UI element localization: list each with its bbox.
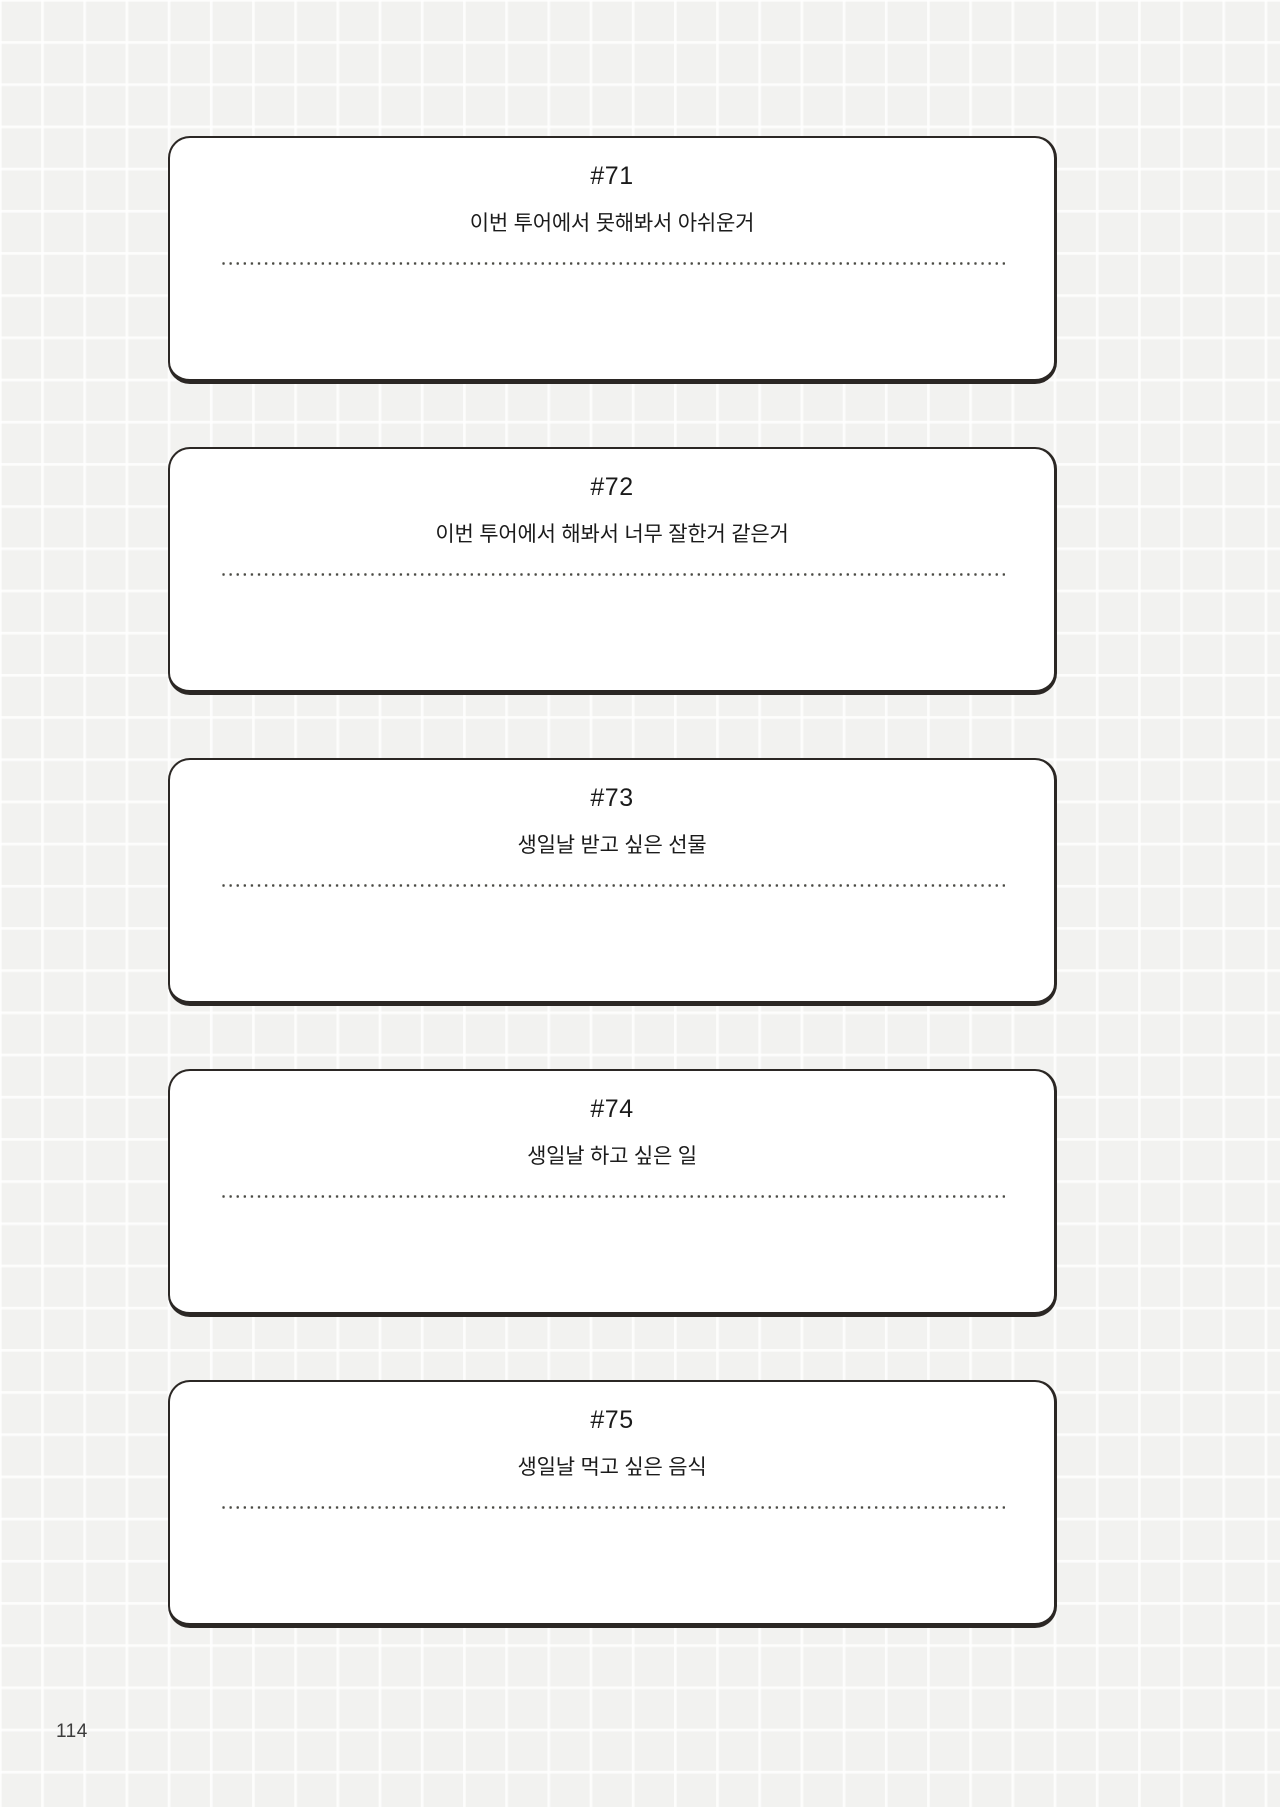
dotted-writing-line[interactable] <box>219 1195 1005 1198</box>
dotted-writing-line[interactable] <box>219 1506 1005 1509</box>
card-prompt: 생일날 먹고 싶은 음식 <box>517 1456 707 1479</box>
card-prompt: 이번 투어에서 해봐서 너무 잘한거 같은거 <box>435 523 789 546</box>
card-number: #71 <box>590 162 634 190</box>
prompt-card[interactable]: #74 생일날 하고 싶은 일 <box>168 1069 1057 1317</box>
page-number: 114 <box>56 1721 88 1742</box>
prompt-card[interactable]: #75 생일날 먹고 싶은 음식 <box>168 1380 1057 1628</box>
card-prompt: 이번 투어에서 못해봐서 아쉬운거 <box>469 212 755 235</box>
prompt-card-list: #71 이번 투어에서 못해봐서 아쉬운거 #72 이번 투어에서 해봐서 너무… <box>168 136 1057 1691</box>
prompt-card[interactable]: #73 생일날 받고 싶은 선물 <box>168 758 1057 1006</box>
dotted-writing-line[interactable] <box>219 262 1005 265</box>
card-number: #72 <box>590 473 634 501</box>
card-number: #74 <box>590 1095 634 1123</box>
card-number: #75 <box>590 1406 634 1434</box>
prompt-card[interactable]: #72 이번 투어에서 해봐서 너무 잘한거 같은거 <box>168 447 1057 695</box>
card-prompt: 생일날 하고 싶은 일 <box>527 1145 697 1168</box>
dotted-writing-line[interactable] <box>219 884 1005 887</box>
dotted-writing-line[interactable] <box>219 573 1005 576</box>
card-number: #73 <box>590 784 634 812</box>
card-prompt: 생일날 받고 싶은 선물 <box>517 834 707 857</box>
prompt-card[interactable]: #71 이번 투어에서 못해봐서 아쉬운거 <box>168 136 1057 384</box>
